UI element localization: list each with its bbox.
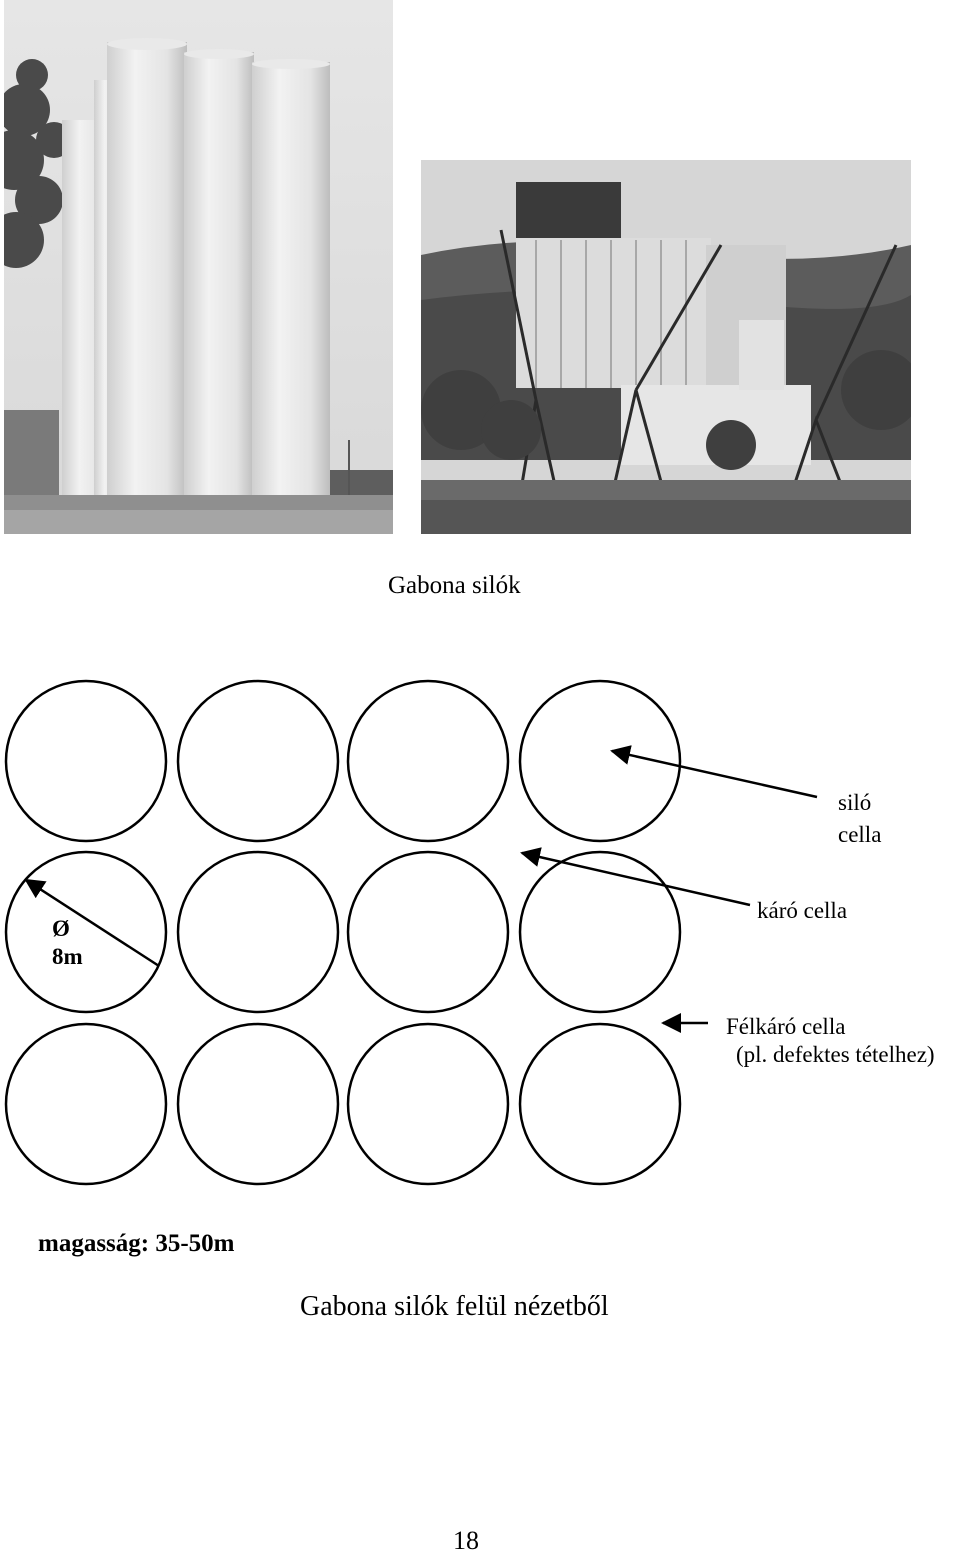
silo-cell — [176, 850, 340, 1014]
silo-cell — [4, 679, 168, 843]
silo-photo-harbour — [421, 160, 911, 534]
arrow-karo-cell — [520, 847, 751, 907]
label-silo-cell-line2: cella — [838, 822, 882, 847]
label-felkaro-cell: Félkáró cella — [726, 1014, 846, 1039]
silo-top-view-diagram — [4, 679, 818, 1186]
silo-cell — [518, 1022, 682, 1186]
caption-photos: Gabona silók — [388, 572, 521, 599]
silo-cell — [518, 850, 682, 1014]
arrow-silo-cell — [610, 745, 818, 799]
silo-cell — [346, 1022, 510, 1186]
label-diameter-symbol: Ø — [52, 916, 70, 941]
silo-cell — [518, 679, 682, 843]
silo-photo-closeup — [4, 0, 393, 534]
caption-top-view: Gabona silók felül nézetből — [300, 1291, 609, 1322]
label-diameter-value: 8m — [52, 944, 83, 969]
silo-cell — [176, 1022, 340, 1186]
silo-cell — [4, 1022, 168, 1186]
silo-cell — [346, 850, 510, 1014]
label-felkaro-note: (pl. defektes tételhez) — [736, 1042, 935, 1067]
page-number: 18 — [453, 1526, 479, 1555]
silo-cell — [176, 679, 340, 843]
label-karo-cell: káró cella — [757, 898, 848, 923]
silo-cell — [4, 850, 168, 1014]
arrow-diameter — [24, 878, 160, 968]
label-silo-cell-line1: siló — [838, 790, 872, 815]
label-height: magasság: 35-50m — [38, 1230, 235, 1257]
silo-cell — [346, 679, 510, 843]
